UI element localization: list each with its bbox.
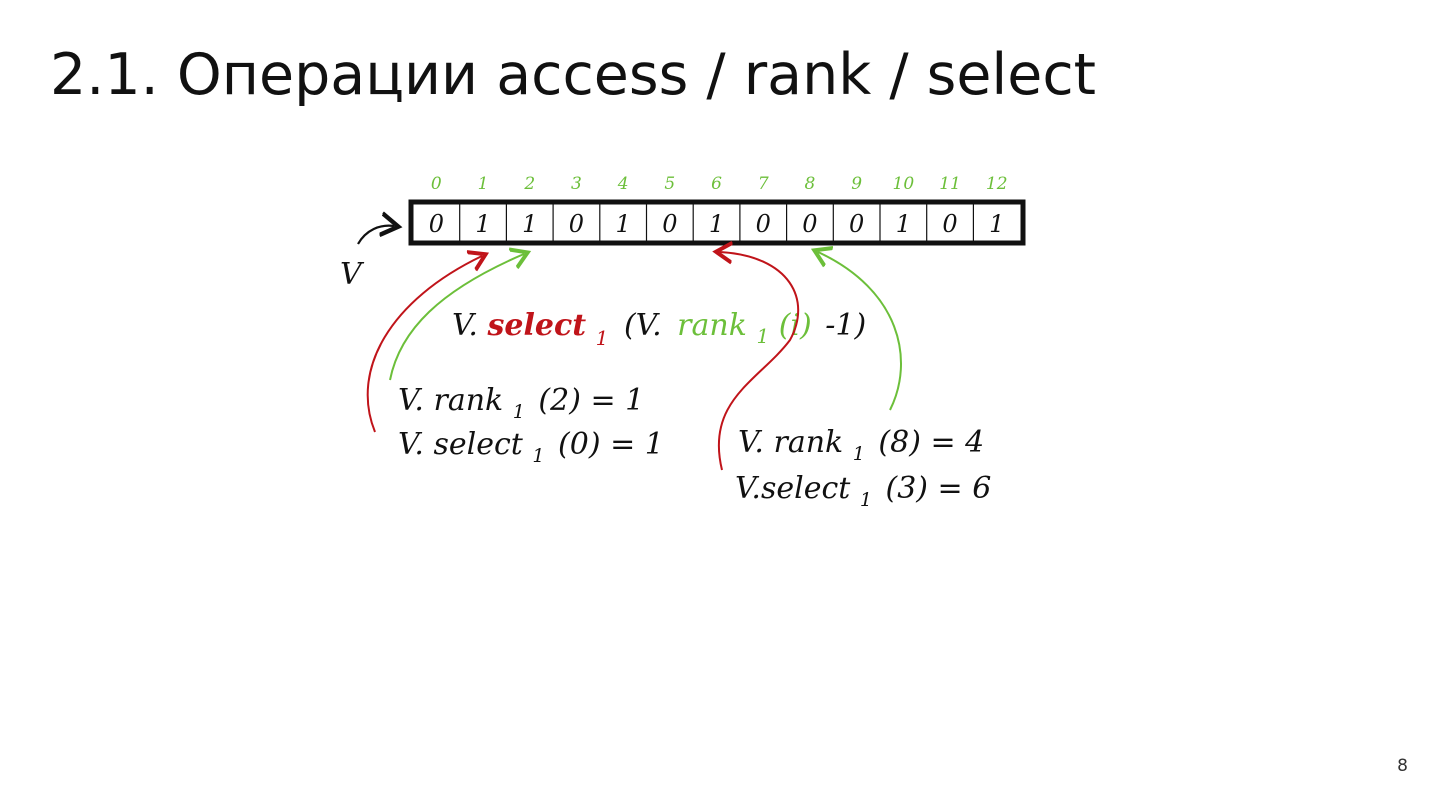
rank-arrow-right	[818, 252, 902, 411]
bit-cell-4: 1	[616, 210, 631, 238]
bit-cell-3: 0	[569, 210, 584, 238]
bit-cell-10: 1	[896, 210, 911, 238]
index-label-2: 2	[523, 174, 535, 194]
example-right-select: V.select 1 (3) = 6	[735, 471, 991, 514]
bit-cell-8: 0	[802, 210, 817, 238]
bit-cell-2: 1	[522, 210, 537, 238]
index-label-4: 4	[617, 174, 629, 194]
select-arrow-right	[719, 252, 800, 471]
index-label-10: 10	[893, 174, 915, 194]
bit-cell-6: 1	[709, 210, 724, 238]
index-label-5: 5	[664, 174, 675, 194]
index-label-11: 11	[939, 174, 961, 194]
index-label-6: 6	[711, 174, 722, 194]
index-label-12: 12	[986, 174, 1008, 194]
rank-arrow-left	[389, 254, 524, 381]
example-right-rank: V. rank 1 (8) = 4	[738, 425, 984, 468]
bit-cell-1: 1	[475, 210, 490, 238]
bit-cell-12: 1	[989, 210, 1004, 238]
index-label-3: 3	[571, 174, 582, 194]
page-number: 8	[1397, 756, 1408, 776]
bit-cell-7: 0	[756, 210, 771, 238]
example-left-select: V. select 1 (0) = 1	[398, 427, 664, 470]
bit-cell-11: 0	[942, 210, 957, 238]
index-label-0: 0	[431, 174, 442, 194]
index-label-1: 1	[478, 174, 489, 194]
bit-cell-9: 0	[849, 210, 864, 238]
example-left-rank: V. rank 1 (2) = 1	[398, 383, 644, 426]
bit-cell-5: 0	[662, 210, 677, 238]
bit-cell-0: 0	[429, 210, 444, 238]
slide-title: 2.1. Операции access / rank / select	[50, 42, 1097, 108]
formula: V. select 1 (V. rank 1 (i) -1)	[452, 308, 866, 353]
vector-label: V	[340, 257, 365, 292]
select-arrow-left	[366, 256, 482, 433]
vector-pointer-arrow	[357, 226, 394, 245]
index-label-8: 8	[805, 174, 816, 194]
index-label-7: 7	[758, 174, 769, 194]
bitvector-cells: 0 1 1 0 1 0 1 0 0 0 1 0 1	[429, 204, 1004, 241]
index-label-9: 9	[851, 174, 862, 194]
